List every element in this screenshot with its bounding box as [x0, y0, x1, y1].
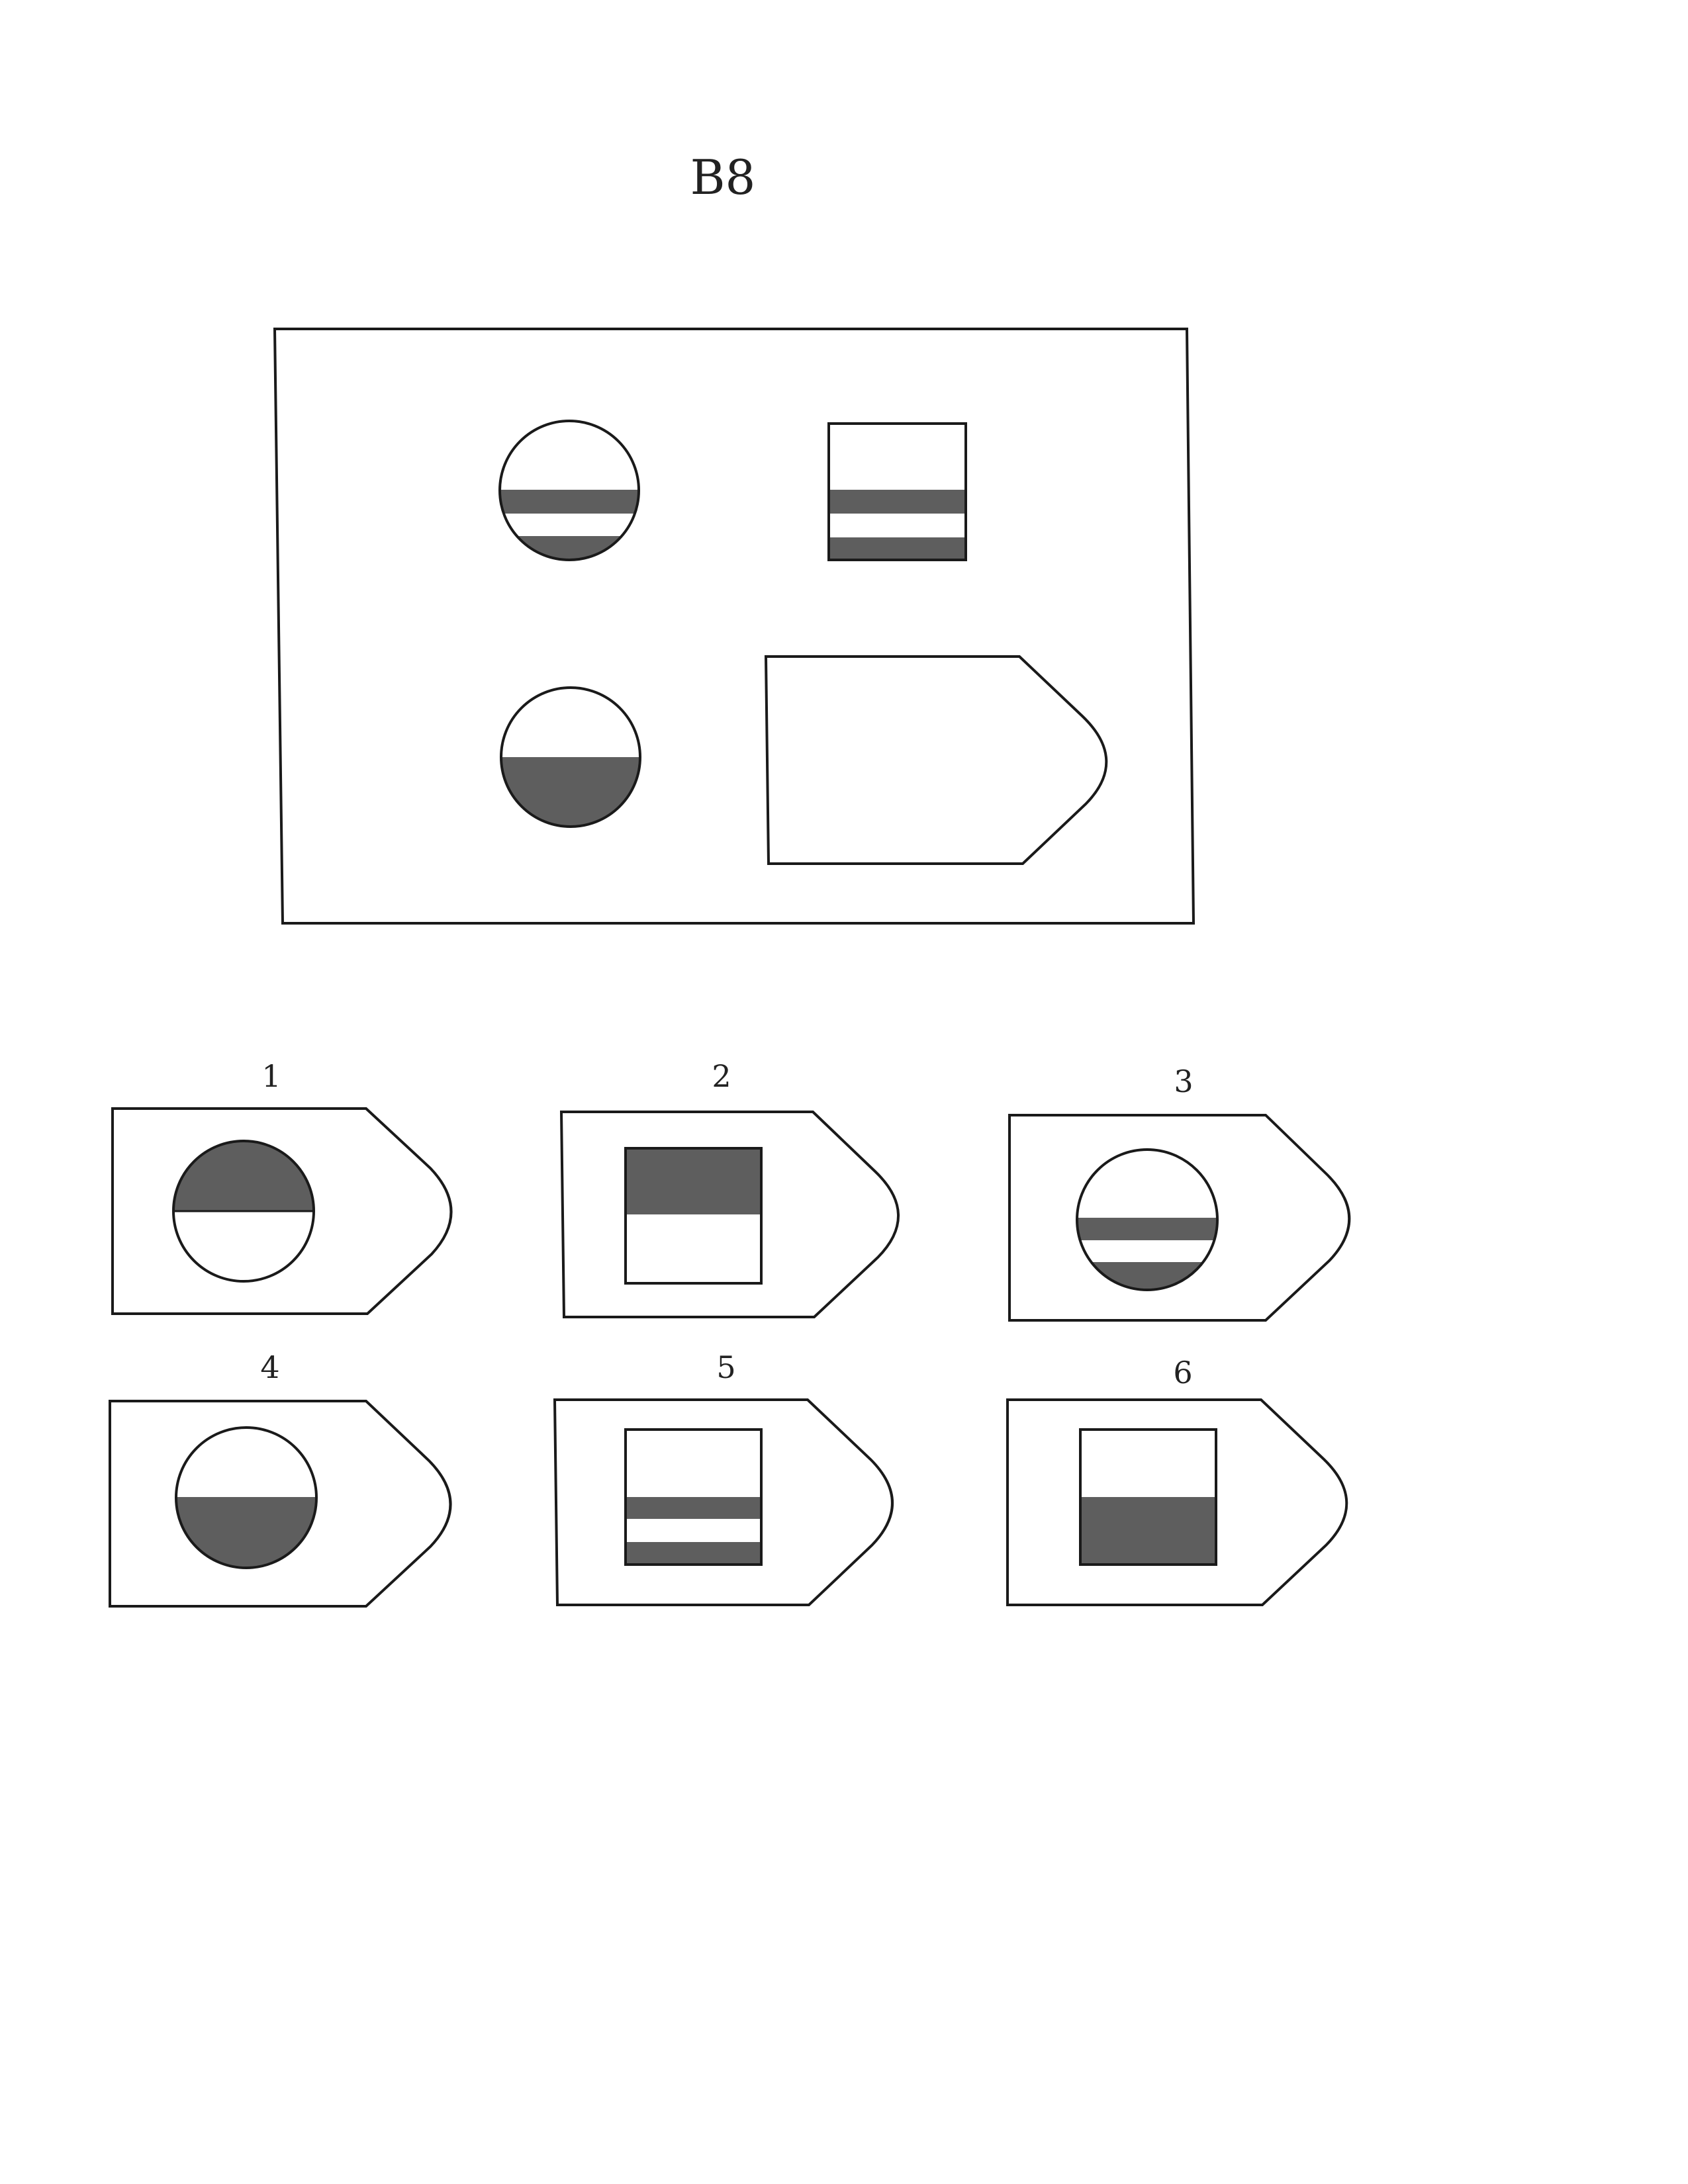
- option-4-circle: [175, 1426, 318, 1569]
- matrix-cell-circle-bottom-half: [500, 686, 641, 828]
- answer-option-1[interactable]: 1: [111, 1058, 453, 1315]
- answer-option-2[interactable]: 2: [559, 1058, 900, 1318]
- option-number-1: 1: [261, 1058, 281, 1094]
- option-1-circle: [172, 1140, 315, 1283]
- matrix-cell-missing-pentagon: [764, 655, 1108, 865]
- matrix-cell-square-two-bars: [827, 422, 967, 561]
- option-6-square: [1079, 1428, 1217, 1566]
- option-number-5: 5: [716, 1349, 735, 1385]
- option-number-2: 2: [712, 1058, 731, 1094]
- option-2-square: [624, 1147, 763, 1285]
- matrix-frame: [273, 328, 1196, 925]
- option-5-square: [624, 1428, 763, 1566]
- answer-option-3[interactable]: 3: [1008, 1064, 1351, 1322]
- option-number-4: 4: [260, 1349, 279, 1385]
- option-number-6: 6: [1173, 1355, 1192, 1390]
- answer-option-6[interactable]: 6: [1006, 1355, 1348, 1606]
- answer-option-5[interactable]: 5: [553, 1349, 894, 1606]
- puzzle-title: B8: [690, 150, 756, 205]
- matrix-cell-circle-two-bars: [498, 420, 640, 561]
- option-number-3: 3: [1174, 1064, 1193, 1099]
- option-3-circle: [1076, 1148, 1219, 1291]
- answer-option-4[interactable]: 4: [109, 1349, 452, 1608]
